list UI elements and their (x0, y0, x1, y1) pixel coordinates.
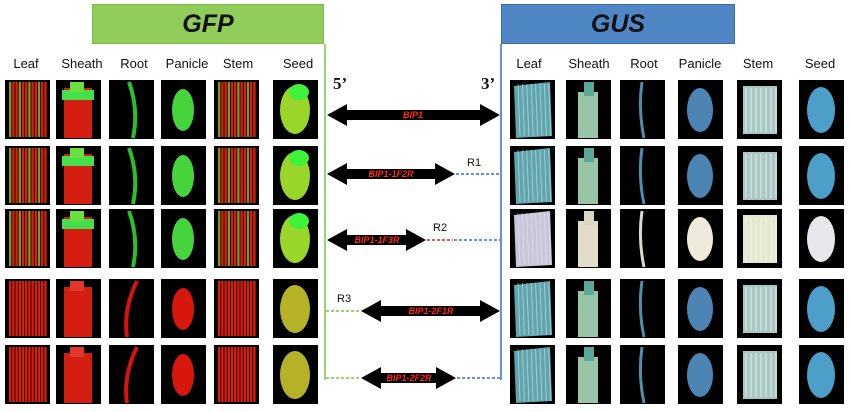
gus-image-root-row5 (620, 345, 665, 404)
gfp-tissue-sheath: Sheath (61, 56, 103, 71)
gfp-image-panicle-row3 (161, 209, 206, 268)
gfp-image-stem-row5 (214, 345, 259, 404)
gus-image-seed-row2 (799, 146, 844, 205)
region-label-r3: R3 (337, 293, 352, 305)
construct-label-bip1-1f3r: BIP1-1F3R (354, 235, 400, 245)
region-label-r2: R2 (433, 222, 448, 234)
arrow-bip1-2f1r (361, 300, 500, 322)
gus-tissue-leaf: Leaf (516, 56, 542, 71)
gfp-image-leaf-row3 (5, 209, 50, 268)
gus-image-root-row4 (620, 279, 665, 338)
gus-image-sheath-row3 (566, 209, 611, 268)
gfp-image-seed-row3 (273, 209, 318, 268)
gus-image-panicle-row1 (678, 80, 723, 139)
gus-image-seed-row5 (799, 345, 844, 404)
gus-image-seed-row1 (799, 80, 844, 139)
gus-tissue-sheath: Sheath (568, 56, 610, 71)
gfp-image-leaf-row2 (5, 146, 50, 205)
gus-tissue-root: Root (630, 56, 658, 71)
arrow-bip1-2f2r (361, 367, 456, 389)
gfp-image-sheath-row5 (56, 345, 101, 404)
construct-bip1-2f2r: BIP1-2F2R (326, 367, 500, 389)
construct-label-bip1-2f2r: BIP1-2F2R (386, 373, 432, 383)
gfp-image-stem-row1 (214, 80, 259, 139)
gus-banner: GUS (501, 4, 735, 44)
gfp-tissue-stem: Stem (222, 56, 254, 71)
gus-image-panicle-row5 (678, 345, 723, 404)
gus-image-stem-row5 (737, 345, 782, 404)
gfp-tissue-seed: Seed (282, 56, 314, 71)
gfp-image-leaf-row1 (5, 80, 50, 139)
construct-bip1-2f1r: BIP1-2F1R (326, 300, 500, 322)
gus-image-sheath-row5 (566, 345, 611, 404)
gus-image-seed-row4 (799, 279, 844, 338)
gus-image-seed-row3 (799, 209, 844, 268)
gfp-image-seed-row4 (273, 279, 318, 338)
gus-image-leaf-row5 (510, 345, 555, 404)
gus-image-leaf-row1 (510, 80, 555, 139)
gfp-tissue-leaf: Leaf (13, 56, 39, 71)
gus-image-panicle-row4 (678, 279, 723, 338)
gus-image-panicle-row2 (678, 146, 723, 205)
gus-image-sheath-row1 (566, 80, 611, 139)
gus-image-root-row3 (620, 209, 665, 268)
arrow-bip1 (327, 104, 500, 126)
arrow-bip1-1f2r (327, 163, 455, 185)
gfp-image-panicle-row5 (161, 345, 206, 404)
gus-image-leaf-row4 (510, 279, 555, 338)
gfp-image-sheath-row4 (56, 279, 101, 338)
gfp-image-sheath-row3 (56, 209, 101, 268)
construct-bip1-1f2r: BIP1-1F2R (327, 163, 500, 185)
gus-image-root-row1 (620, 80, 665, 139)
gus-tissue-panicle: Panicle (678, 56, 722, 71)
gfp-image-stem-row2 (214, 146, 259, 205)
gfp-image-stem-row3 (214, 209, 259, 268)
gus-tissue-seed: Seed (804, 56, 836, 71)
gfp-image-panicle-row1 (161, 80, 206, 139)
gfp-image-leaf-row5 (5, 345, 50, 404)
region-label-r1: R1 (467, 157, 482, 169)
gus-image-sheath-row4 (566, 279, 611, 338)
gus-image-stem-row3 (737, 209, 782, 268)
gus-image-stem-row1 (737, 80, 782, 139)
gus-image-stem-row2 (737, 146, 782, 205)
gfp-image-seed-row1 (273, 80, 318, 139)
gfp-image-panicle-row4 (161, 279, 206, 338)
gus-image-leaf-row2 (510, 146, 555, 205)
gfp-image-leaf-row4 (5, 279, 50, 338)
construct-bip1-1f3r: BIP1-1F3R (327, 229, 500, 251)
gfp-banner-label: GFP (182, 9, 234, 38)
gfp-image-root-row4 (109, 279, 154, 338)
gfp-image-sheath-row2 (56, 146, 101, 205)
gfp-image-seed-row5 (273, 345, 318, 404)
three-prime-label: 3’ (481, 74, 496, 93)
gfp-image-root-row1 (109, 80, 154, 139)
construct-label-bip1-1f2r: BIP1-1F2R (368, 169, 414, 179)
gfp-image-root-row2 (109, 146, 154, 205)
arrow-bip1-1f3r (327, 229, 426, 251)
gfp-image-sheath-row1 (56, 80, 101, 139)
gfp-image-root-row5 (109, 345, 154, 404)
gfp-image-stem-row4 (214, 279, 259, 338)
gus-image-panicle-row3 (678, 209, 723, 268)
construct-label-bip1-2f1r: BIP1-2F1R (408, 306, 454, 316)
gus-image-sheath-row2 (566, 146, 611, 205)
construct-bip1: BIP1 (327, 104, 500, 126)
gfp-tissue-root: Root (120, 56, 148, 71)
five-prime-label: 5’ (333, 74, 348, 93)
gfp-tissue-panicle: Panicle (165, 56, 209, 71)
gus-image-stem-row4 (737, 279, 782, 338)
gfp-image-panicle-row2 (161, 146, 206, 205)
gus-image-root-row2 (620, 146, 665, 205)
gus-banner-label: GUS (590, 9, 646, 38)
gfp-banner: GFP (92, 4, 324, 44)
gfp-image-root-row3 (109, 209, 154, 268)
gfp-image-seed-row2 (273, 146, 318, 205)
gus-image-leaf-row3 (510, 209, 555, 268)
construct-label-bip1: BIP1 (403, 110, 423, 120)
gus-tissue-stem: Stem (742, 56, 774, 71)
